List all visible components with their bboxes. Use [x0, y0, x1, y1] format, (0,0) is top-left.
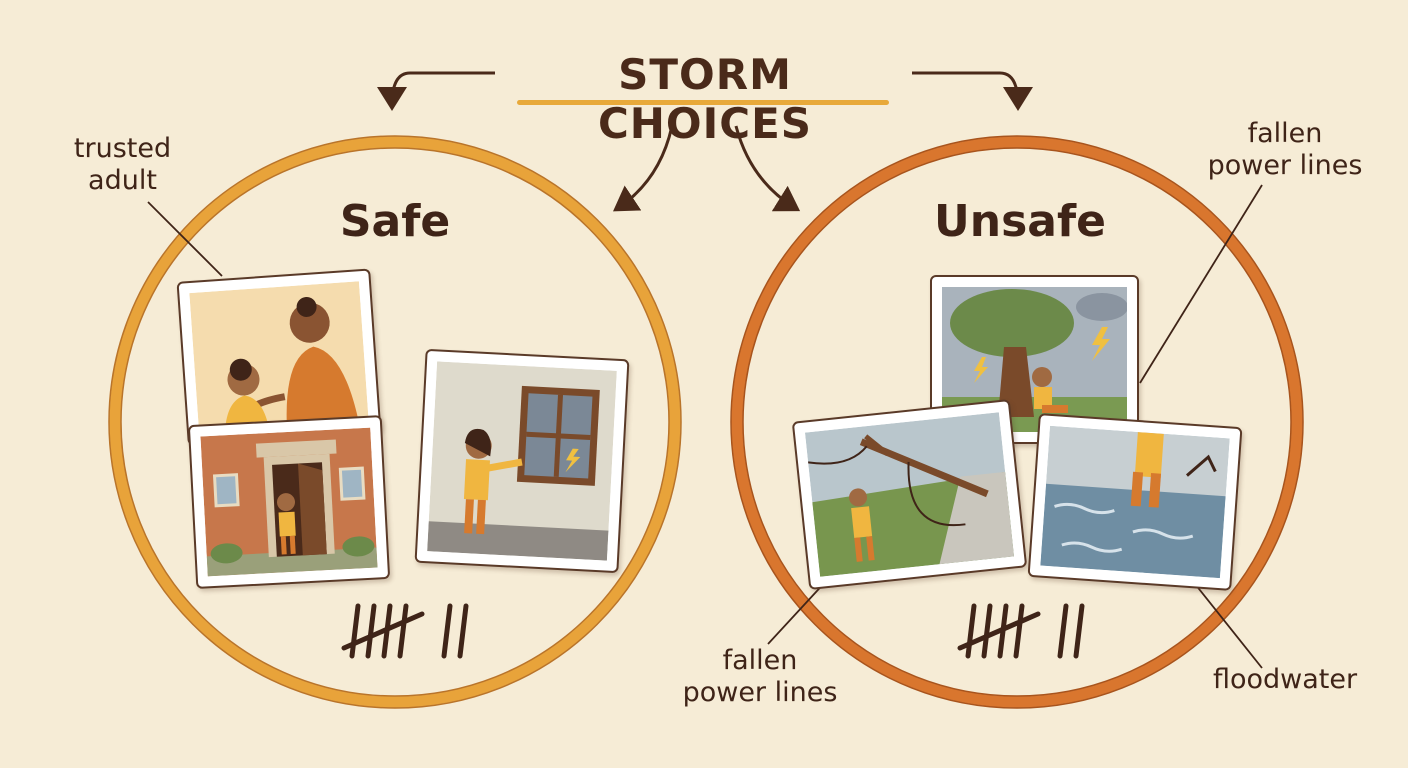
photo-going-indoors — [187, 415, 391, 589]
safe-circle — [109, 136, 681, 708]
safe-tally-stroke — [365, 603, 377, 659]
unsafe-tally-marks — [957, 603, 1085, 659]
label-fallen-power-lines-top: fallen power lines — [1207, 118, 1363, 181]
page-title: STORM CHOICES — [597, 50, 813, 148]
unsafe-tally-stroke — [1013, 603, 1025, 659]
photo-fallen-power-lines — [791, 399, 1028, 590]
safe-tally-stroke — [457, 603, 469, 659]
safe-circle-outline-inner — [120, 147, 670, 697]
unsafe-circle-outline-inner — [742, 147, 1292, 697]
label-fallen-power-lines-bottom: fallen power lines — [682, 645, 838, 708]
unsafe-circle — [731, 136, 1303, 708]
safe-tally-stroke — [441, 603, 453, 659]
title-underline — [517, 100, 889, 105]
arrow-to-safe — [613, 125, 674, 212]
label-floodwater: floodwater — [1212, 664, 1358, 695]
safe-tally-stroke — [349, 603, 361, 659]
unsafe-circle-outline — [730, 135, 1304, 709]
arrow-to-unsafe — [734, 125, 801, 212]
unsafe-tally-stroke — [1073, 603, 1085, 659]
photo-floodwater — [1027, 413, 1243, 591]
label-trusted-adult: trusted adult — [73, 133, 172, 196]
safe-tally-stroke — [397, 603, 409, 659]
unsafe-tally-stroke — [1057, 603, 1069, 659]
leader-power-lines-top — [1139, 184, 1263, 384]
photo-away-from-window — [414, 348, 630, 574]
arrow-to-safe-top — [377, 71, 495, 111]
safe-tally-cross-stroke — [341, 611, 425, 651]
safe-heading: Safe — [339, 196, 451, 247]
safe-tally-marks — [341, 603, 469, 659]
unsafe-tally-stroke — [981, 603, 993, 659]
unsafe-heading: Unsafe — [934, 196, 1106, 247]
photo-trusted-adult — [176, 268, 382, 446]
unsafe-tally-cross-stroke — [957, 611, 1041, 651]
safe-circle-outline — [108, 135, 682, 709]
leader-trusted-adult — [147, 201, 223, 277]
photo-under-tree — [930, 275, 1139, 444]
unsafe-tally-stroke — [965, 603, 977, 659]
arrow-to-unsafe-top — [912, 71, 1033, 111]
